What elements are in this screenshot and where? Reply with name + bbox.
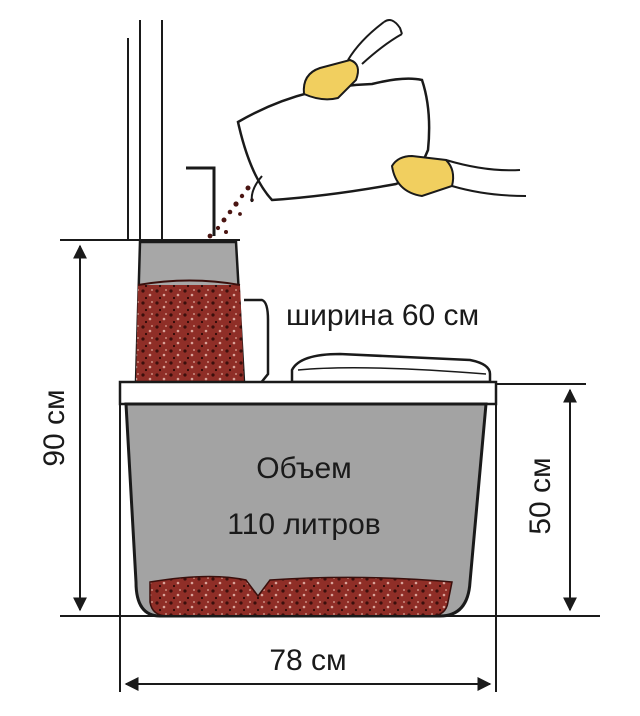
volume-label-line2: 110 литров xyxy=(227,508,380,541)
width-label: ширина 60 см xyxy=(286,299,479,332)
handle-rod xyxy=(186,166,216,236)
left-glove xyxy=(302,19,403,101)
hopper xyxy=(134,240,246,384)
right-glove xyxy=(390,154,527,198)
top-plate xyxy=(118,380,498,406)
dim-lines xyxy=(60,239,600,692)
volume-label-line1: Объем xyxy=(256,452,352,485)
base-width-label: 78 см xyxy=(269,644,346,677)
peat-bottom xyxy=(149,575,453,617)
tank xyxy=(124,402,488,618)
tank-height-label: 50 см xyxy=(524,457,557,534)
total-height-label: 90 см xyxy=(38,389,71,466)
lid-handle xyxy=(244,298,270,385)
peat-bag xyxy=(236,77,431,203)
vent-pipe xyxy=(127,20,163,240)
seat-lid xyxy=(290,352,492,384)
